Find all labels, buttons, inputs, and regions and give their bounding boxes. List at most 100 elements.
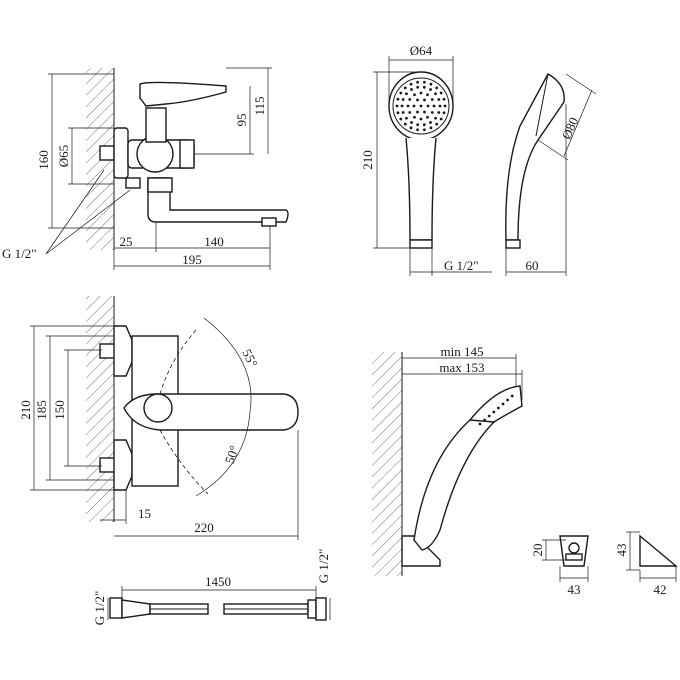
dim-d65: Ø65: [56, 145, 71, 167]
nozzle-dot: [492, 410, 496, 414]
nozzle-dot: [416, 123, 420, 127]
nozzle-dot: [401, 111, 405, 114]
nozzle-dot: [435, 122, 439, 126]
nozzle-dot: [429, 88, 432, 91]
nozzle-dot: [416, 98, 419, 102]
nozzle-dot: [416, 128, 419, 132]
nozzle-dot: [430, 111, 434, 114]
nozzle-dot: [439, 117, 443, 121]
nozzle-dot: [442, 97, 446, 101]
thread-g12-hose-right: G 1/2": [316, 549, 331, 584]
nozzle-dot: [396, 97, 400, 101]
nozzle-dot: [400, 104, 404, 108]
nozzle-dot: [435, 86, 439, 90]
nozzle-dot: [419, 91, 423, 95]
dim-220: 220: [194, 520, 214, 535]
nozzle-dot: [403, 122, 407, 126]
bracket-side: 43 42: [614, 531, 678, 597]
nozzle-dot: [403, 86, 407, 90]
nozzle-dot: [426, 93, 429, 97]
nozzle-dot: [443, 104, 447, 108]
nozzle-dot: [437, 111, 441, 114]
nozzle-dot: [426, 104, 430, 108]
hand-shower-front: Ø64 210 G 1/2": [360, 43, 492, 276]
dim-1450: 1450: [205, 574, 231, 589]
nozzle-dot: [413, 115, 416, 119]
nozzle-dot: [437, 98, 441, 101]
dim-140: 140: [204, 234, 224, 249]
dim-115: 115: [252, 96, 267, 115]
dim-15: 15: [138, 506, 151, 521]
nozzle-dot: [439, 91, 443, 95]
nozzle-dot: [510, 394, 514, 398]
nozzle-dot: [410, 121, 413, 124]
nozzle-dot: [438, 104, 442, 108]
thread-g12-shower: G 1/2": [444, 258, 479, 273]
nozzle-dot: [478, 422, 482, 426]
nozzle-dot: [422, 123, 426, 127]
dim-210-shower: 210: [360, 150, 375, 170]
angle-50: 50°: [222, 444, 242, 466]
bracket-views: 20 43 43 42: [530, 531, 678, 597]
nozzle-dot: [399, 91, 403, 95]
nozzle-dot: [442, 111, 446, 115]
dim-max153: max 153: [439, 360, 484, 375]
hand-shower-side: Ø80 60: [505, 73, 597, 276]
shower-hose: 1450 G 1/2" G 1/2": [92, 549, 331, 626]
wall-hatch-right: [372, 352, 402, 576]
nozzle-dot: [434, 116, 437, 120]
nozzle-dot: [497, 406, 500, 410]
nozzle-dot: [434, 92, 437, 96]
nozzle-dot: [501, 402, 505, 406]
dim-150: 150: [52, 400, 67, 420]
nozzle-dot: [409, 126, 413, 130]
nozzle-dot: [423, 98, 426, 102]
thread-g12-hose-left: G 1/2": [92, 591, 107, 626]
nozzle-dot: [487, 414, 491, 418]
nozzle-dot: [416, 85, 420, 89]
nozzle-dot: [419, 117, 423, 121]
nozzle-dot: [419, 104, 423, 108]
dim-25: 25: [120, 234, 133, 249]
dim-w43: 43: [568, 582, 581, 597]
dim-185: 185: [34, 400, 49, 420]
dim-d80: Ø80: [558, 115, 581, 142]
spray-nozzles: [395, 80, 447, 132]
dim-160: 160: [36, 150, 51, 170]
nozzle-dot: [423, 110, 426, 114]
nozzle-dot: [408, 111, 412, 114]
dim-w42: 42: [654, 582, 667, 597]
nozzle-dot: [430, 98, 434, 101]
nozzle-dot: [408, 98, 412, 101]
dim-210-mixer: 210: [18, 400, 33, 420]
mixer-top-view: 55° 50° 210 185 150 15 220: [18, 296, 299, 540]
holder-shower-nozzles: [478, 394, 514, 426]
dim-60: 60: [526, 258, 539, 273]
dim-195: 195: [182, 252, 202, 267]
nozzle-dot: [406, 104, 410, 108]
bracket-front: 20 43: [530, 535, 589, 597]
dim-min145: min 145: [441, 344, 484, 359]
mixer-side-view: 160 Ø65 95 115 25 140 195 G 1/2": [2, 67, 289, 270]
dim-20: 20: [530, 544, 545, 557]
nozzle-dot: [405, 92, 408, 96]
nozzle-dot: [395, 104, 399, 108]
nozzle-dot: [432, 104, 436, 108]
nozzle-dot: [416, 110, 419, 114]
dim-95: 95: [234, 114, 249, 127]
shower-on-wall-holder: min 145 max 153: [372, 344, 523, 576]
nozzle-dot: [506, 398, 509, 402]
nozzle-dot: [399, 117, 403, 121]
nozzle-dot: [422, 85, 426, 89]
nozzle-dot: [405, 116, 408, 120]
nozzle-dot: [416, 80, 419, 84]
nozzle-dot: [483, 418, 486, 422]
nozzle-dot: [412, 104, 416, 108]
nozzle-dot: [423, 80, 426, 84]
dim-h43: 43: [614, 544, 629, 557]
nozzle-dot: [423, 128, 426, 132]
nozzle-dot: [396, 111, 400, 115]
angle-55: 55°: [239, 347, 260, 370]
wall-hatch-middle: [86, 296, 114, 522]
